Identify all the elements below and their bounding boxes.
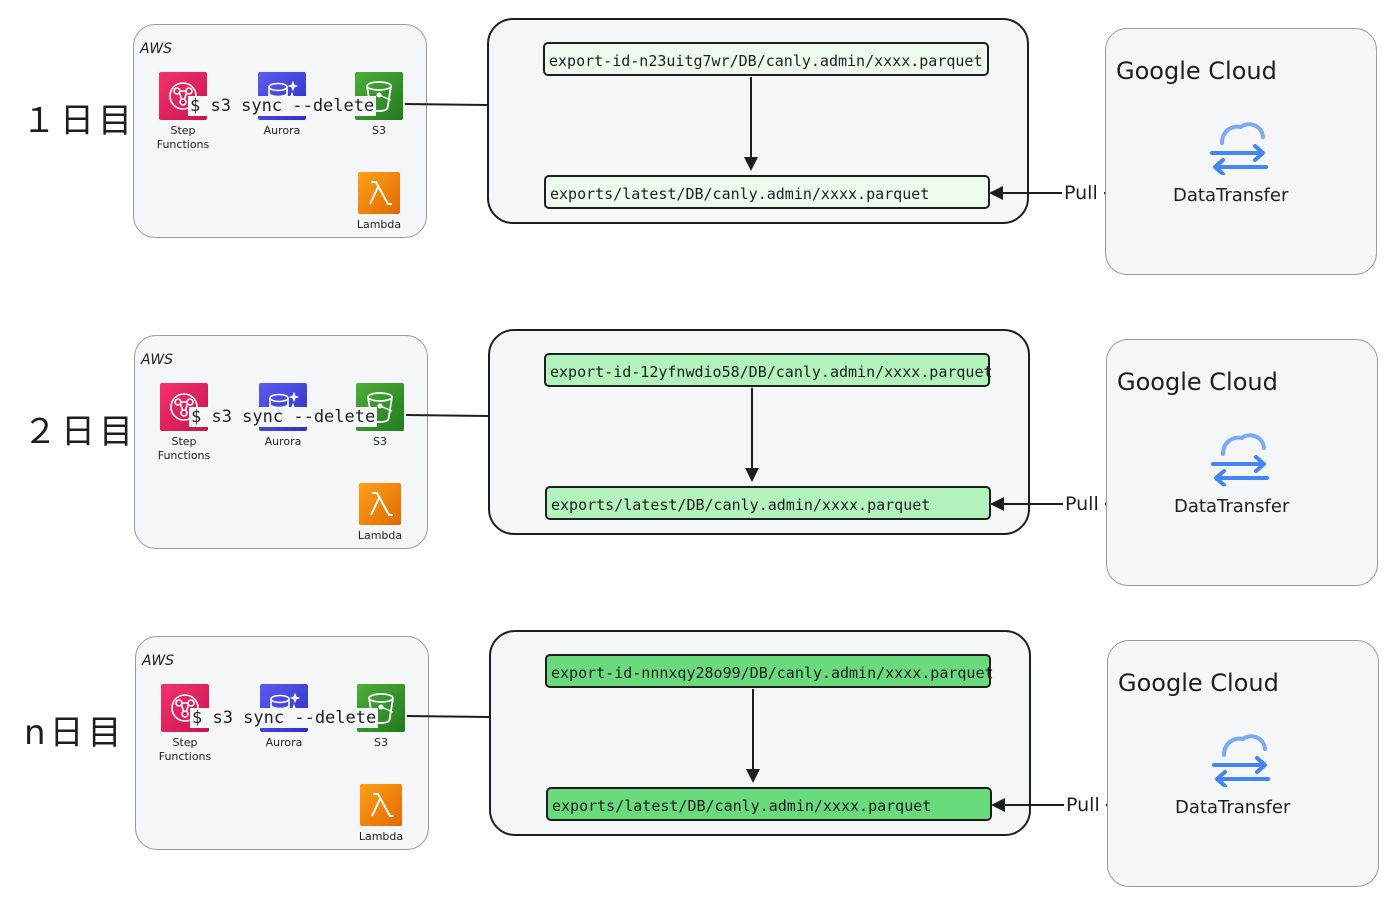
datatransfer-label: DataTransfer bbox=[1172, 185, 1290, 206]
pull-arrow-head bbox=[991, 798, 1005, 812]
pull-label: Pull bbox=[1064, 794, 1102, 816]
datatransfer-label: DataTransfer bbox=[1174, 797, 1292, 818]
google-cloud-title: Google Cloud bbox=[1116, 57, 1277, 85]
aws-title: AWS bbox=[142, 653, 175, 669]
latest-export-path: exports/latest/DB/canly.admin/xxxx.parqu… bbox=[544, 175, 990, 209]
sync-command: $ s3 sync --delete bbox=[188, 96, 377, 116]
lambda-service: Lambda bbox=[341, 784, 421, 844]
lambda-icon bbox=[359, 483, 401, 525]
pull-arrow-head bbox=[989, 186, 1003, 200]
s3-bucket-contents: export-id-n23uitg7wr/DB/canly.admin/xxxx… bbox=[487, 18, 1029, 224]
lambda-icon bbox=[360, 784, 402, 826]
day-label: ２日目 bbox=[23, 412, 137, 452]
latest-export-path: exports/latest/DB/canly.admin/xxxx.parqu… bbox=[546, 787, 992, 821]
latest-export-path: exports/latest/DB/canly.admin/xxxx.parqu… bbox=[545, 486, 991, 520]
sync-command: $ s3 sync --delete bbox=[190, 708, 379, 728]
s3-to-bucket-line bbox=[406, 715, 490, 718]
day-label: n日目 bbox=[24, 713, 126, 753]
day-row-1: １日目 AWS Step Functions bbox=[0, 0, 1400, 280]
s3-caption: S3 bbox=[373, 435, 387, 448]
google-cloud-title: Google Cloud bbox=[1117, 368, 1278, 396]
lambda-caption: Lambda bbox=[358, 830, 404, 843]
aurora-caption: Aurora bbox=[265, 736, 303, 749]
source-export-path: export-id-nnnxqy28o99/DB/canly.admin/xxx… bbox=[545, 654, 994, 688]
data-transfer-cloud-icon bbox=[1204, 119, 1274, 179]
s3-caption: S3 bbox=[372, 124, 386, 137]
day-row-3: n日目 AWS Step Functions bbox=[2, 612, 1400, 892]
pull-label: Pull bbox=[1062, 182, 1100, 204]
google-cloud-group: Google Cloud DataTransfer bbox=[1105, 28, 1377, 275]
lambda-caption: Lambda bbox=[357, 529, 403, 542]
aws-title: AWS bbox=[140, 41, 173, 57]
sync-command: $ s3 sync --delete bbox=[189, 407, 378, 427]
lambda-icon bbox=[358, 172, 400, 214]
day-label: １日目 bbox=[22, 101, 136, 141]
s3-to-bucket-line bbox=[405, 414, 489, 417]
data-transfer-cloud-icon bbox=[1206, 731, 1276, 791]
sync-arrow-head bbox=[744, 157, 758, 171]
google-cloud-title: Google Cloud bbox=[1118, 669, 1279, 697]
google-cloud-group: Google Cloud DataTransfer bbox=[1106, 339, 1378, 586]
datatransfer-label: DataTransfer bbox=[1173, 496, 1291, 517]
s3-bucket-contents: export-id-nnnxqy28o99/DB/canly.admin/xxx… bbox=[489, 630, 1031, 836]
source-export-path: export-id-12yfnwdio58/DB/canly.admin/xxx… bbox=[544, 353, 993, 387]
s3-caption: S3 bbox=[374, 736, 388, 749]
step-functions-caption: Step Functions bbox=[156, 124, 210, 151]
s3-to-bucket-line bbox=[404, 103, 488, 106]
sync-arrow-head bbox=[746, 769, 760, 783]
s3-bucket-contents: export-id-12yfnwdio58/DB/canly.admin/xxx… bbox=[488, 329, 1030, 535]
data-transfer-cloud-icon bbox=[1205, 430, 1275, 490]
google-cloud-group: Google Cloud DataTransfer bbox=[1107, 640, 1379, 887]
step-functions-caption: Step Functions bbox=[158, 736, 212, 763]
source-export-path: export-id-n23uitg7wr/DB/canly.admin/xxxx… bbox=[543, 42, 989, 76]
pull-label: Pull bbox=[1063, 493, 1101, 515]
lambda-service: Lambda bbox=[340, 483, 420, 543]
lambda-service: Lambda bbox=[339, 172, 419, 232]
step-functions-caption: Step Functions bbox=[157, 435, 211, 462]
sync-arrow-head bbox=[745, 468, 759, 482]
pull-arrow-head bbox=[990, 497, 1004, 511]
day-row-2: ２日目 AWS Step Functions bbox=[1, 311, 1400, 591]
aurora-caption: Aurora bbox=[264, 435, 302, 448]
aws-title: AWS bbox=[141, 352, 174, 368]
lambda-caption: Lambda bbox=[356, 218, 402, 231]
aurora-caption: Aurora bbox=[263, 124, 301, 137]
